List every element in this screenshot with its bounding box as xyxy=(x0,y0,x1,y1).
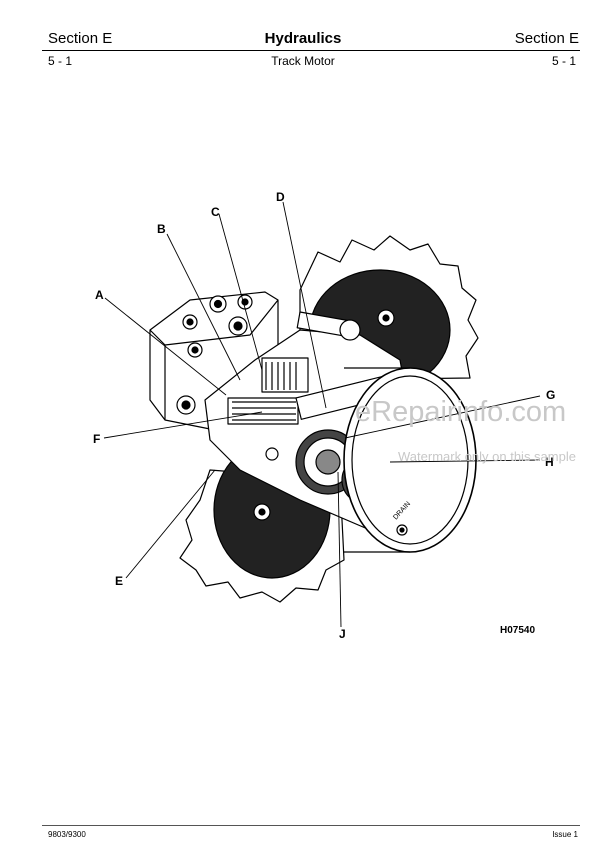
callout-a: A xyxy=(95,288,104,302)
callout-c: C xyxy=(211,205,220,219)
page-title: Hydraulics xyxy=(264,30,342,47)
leader-lines xyxy=(103,201,541,628)
watermark-site: eRepairinfo.com xyxy=(355,396,567,428)
section-label-right: Section E xyxy=(514,30,579,47)
callout-b: B xyxy=(157,222,166,236)
callout-j: J xyxy=(339,627,346,641)
page-number-left: 5 - 1 xyxy=(48,54,73,68)
footer-rule xyxy=(42,825,580,826)
page-number-right: 5 - 1 xyxy=(551,54,576,68)
callout-d: D xyxy=(276,190,285,204)
document-number: 9803/9300 xyxy=(48,830,86,839)
callout-e: E xyxy=(115,574,124,588)
piston-assembly xyxy=(227,357,309,425)
figure-reference: H07540 xyxy=(500,625,536,636)
section-label-left: Section E xyxy=(48,30,113,47)
callout-g: G xyxy=(546,388,556,402)
callout-h: H xyxy=(545,455,554,469)
page-subtitle: Track Motor xyxy=(271,54,335,68)
issue-label: Issue 1 xyxy=(552,830,578,839)
header-rule xyxy=(42,50,580,51)
watermark-note: Watermark only on this sample xyxy=(398,449,576,464)
callout-f: F xyxy=(93,432,101,446)
